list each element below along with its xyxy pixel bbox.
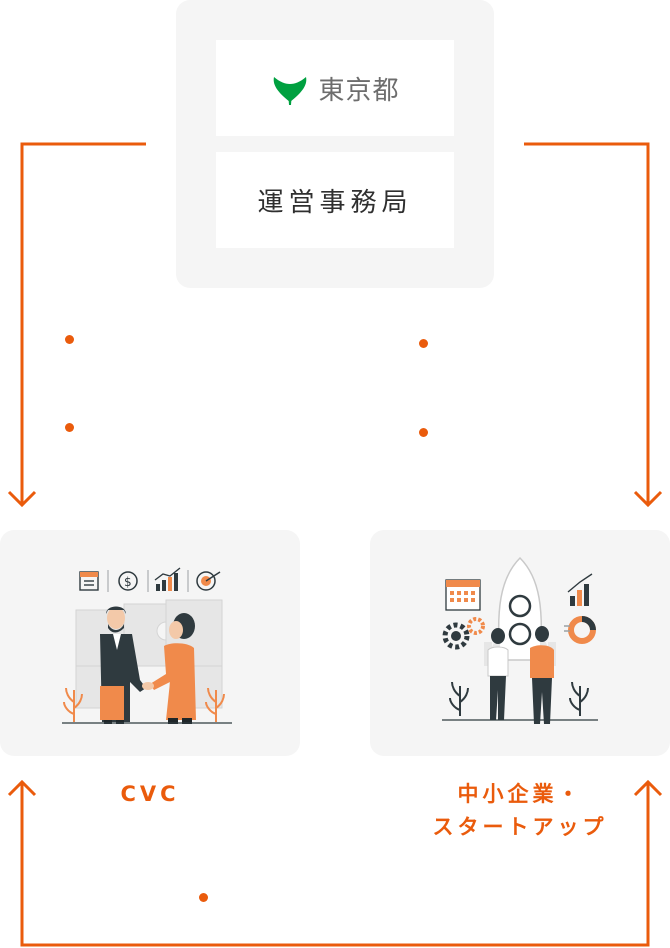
handshake-hands (142, 682, 154, 690)
bar-chart-icon (567, 573, 593, 606)
target-icon (196, 571, 221, 591)
arrowhead-right-down (633, 490, 663, 508)
bar-chart-icon (154, 567, 181, 591)
sme-startup-label: 中小企業・ スタートアップ (395, 778, 645, 844)
svg-text:$: $ (124, 575, 132, 589)
tokyo-logo-text: 東京都 (318, 75, 400, 106)
person-woman-figure (487, 628, 509, 720)
gear-icon (442, 617, 485, 650)
handshake-illustration: $ (62, 567, 232, 724)
person-man-figure (530, 626, 554, 724)
cvc-label: CVC (120, 782, 180, 806)
organizer-panel: 東京都 運営事務局 (176, 0, 494, 288)
arrowhead-right-up (633, 779, 663, 797)
sme-label-line2: スタートアップ (432, 815, 608, 839)
plant-right (569, 681, 589, 716)
bullet-dot (199, 893, 208, 902)
plant-left (63, 687, 83, 722)
sme-label-line1: 中小企業・ (457, 782, 583, 806)
plant-right (205, 687, 225, 722)
rocket-startup-illustration (442, 556, 598, 724)
connector-left-down (20, 142, 146, 505)
arrowhead-left-down (7, 490, 37, 508)
dollar-icon: $ (118, 571, 138, 591)
businessman-figure (100, 606, 146, 724)
arrowhead-left-up (7, 779, 37, 797)
startup-card (370, 530, 670, 756)
businesswoman-figure (150, 613, 196, 724)
connector-bottom-loop (20, 782, 650, 947)
tokyo-logo-box: 東京都 (216, 40, 454, 136)
calendar-icon (79, 571, 99, 591)
secretariat-text: 運営事務局 (257, 187, 413, 218)
secretariat-box: 運営事務局 (216, 152, 454, 248)
connector-right-down (524, 142, 650, 505)
puzzle-background (75, 599, 223, 709)
tokyo-ginkgo-logo-icon (274, 77, 307, 105)
plant-left (449, 681, 469, 716)
calendar-icon (445, 579, 481, 611)
donut-chart-icon (564, 616, 596, 644)
bullet-dot (65, 335, 74, 344)
bullet-dot (419, 339, 428, 348)
cvc-card: $ (0, 530, 300, 756)
bullet-dot (419, 428, 428, 437)
bullet-dot (65, 423, 74, 432)
